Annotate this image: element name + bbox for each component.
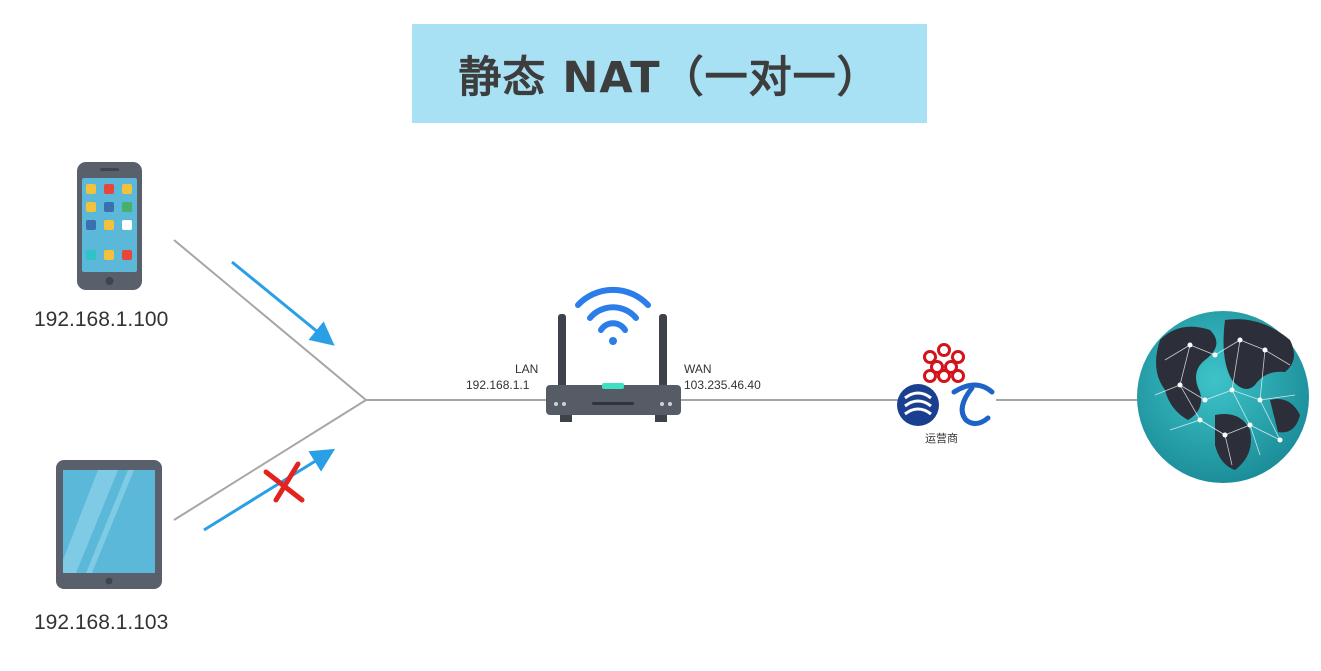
lan-label: LAN [515,362,539,376]
title-banner [412,24,927,123]
page-title: 静态 NAT（一对一） [458,52,881,103]
phone-traffic-arrow [231,260,335,346]
tablet-link-line [173,399,367,521]
smartphone-icon [77,162,142,290]
blocked-x-icon [263,461,305,503]
lan-ip-label: 192.168.1.1 [466,378,530,392]
phone-link-line [173,239,367,401]
tablet-traffic-arrow [203,448,336,532]
connection-lines [173,239,1140,521]
wifi-router-icon [546,286,681,422]
tablet-ip-label: 192.168.1.103 [34,611,169,634]
wan-ip-label: 103.235.46.40 [684,378,761,392]
wan-label: WAN [684,362,712,376]
isp-logos-icon [897,343,995,426]
tablet-icon [56,460,162,589]
isp-label: 运营商 [925,432,958,445]
phone-ip-label: 192.168.1.100 [34,308,169,331]
globe-icon [1137,311,1309,483]
